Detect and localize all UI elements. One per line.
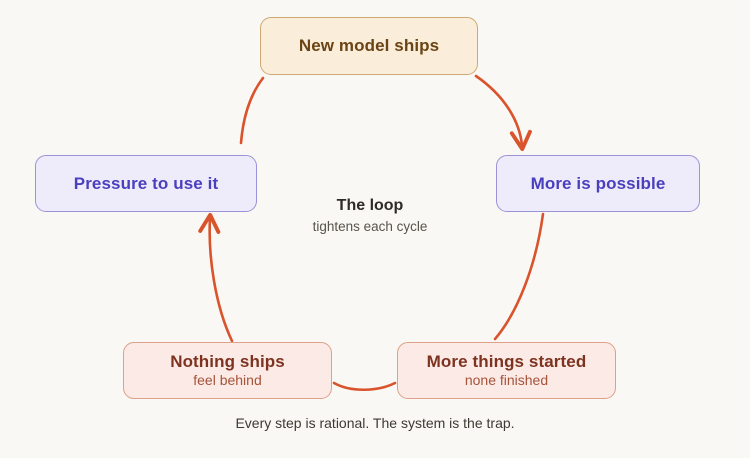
arrow-nothing-ships-to-pressure <box>198 212 234 343</box>
center-label: The loop tightens each cycle <box>250 196 490 235</box>
node-new-model-ships[interactable]: New model ships <box>260 17 478 75</box>
center-subtitle: tightens each cycle <box>312 219 428 235</box>
arrow-new-model-to-more-possible <box>474 74 532 152</box>
node-pressure-to-use-it[interactable]: Pressure to use it <box>35 155 257 212</box>
node-title: Pressure to use it <box>73 173 219 193</box>
node-more-things-started[interactable]: More things started none finished <box>397 342 616 399</box>
diagram-caption: Every step is rational. The system is th… <box>235 415 515 431</box>
node-title: More is possible <box>530 173 666 193</box>
node-title: Nothing ships <box>170 351 285 371</box>
node-more-is-possible[interactable]: More is possible <box>496 155 700 212</box>
node-title: More things started <box>426 351 587 371</box>
center-title: The loop <box>336 197 404 214</box>
arrow-more-possible-to-more-started <box>493 212 545 341</box>
node-nothing-ships[interactable]: Nothing ships feel behind <box>123 342 332 399</box>
node-title: New model ships <box>298 36 440 56</box>
arrow-pressure-to-new-model <box>239 76 265 145</box>
node-subtitle: feel behind <box>193 372 262 389</box>
node-subtitle: none finished <box>464 372 549 389</box>
arrow-more-started-to-nothing-ships <box>332 381 397 391</box>
